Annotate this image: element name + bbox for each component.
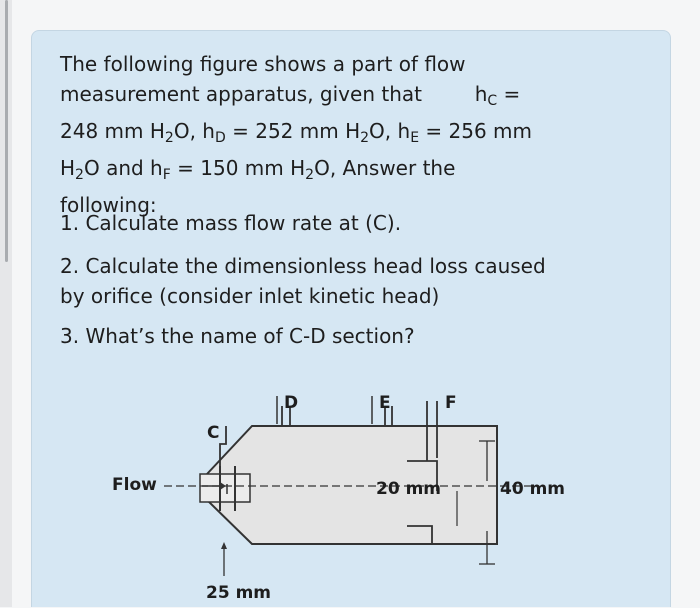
- tap-f: [426, 401, 438, 461]
- label-f: F: [445, 393, 457, 413]
- question-card: The following figure shows a part of flo…: [31, 30, 671, 607]
- label-d: D: [284, 393, 298, 413]
- tap-d: [281, 406, 291, 426]
- label-c: C: [207, 423, 219, 443]
- tap-c: [219, 426, 227, 466]
- intro-line-4: H2O and hF = 150 mm H2O, Answer the: [60, 156, 456, 183]
- label-20mm: 20 mm: [376, 479, 441, 499]
- flow-apparatus-diagram: Flow C D E F 25 mm 20 mm 40 mm: [112, 393, 565, 603]
- question-3: 3. What’s the name of C-D section?: [60, 324, 415, 348]
- question-1: 1. Calculate mass flow rate at (C).: [60, 211, 402, 235]
- question-intro: The following figure shows a part of flo…: [60, 49, 620, 220]
- intro-line-5: following:: [60, 193, 157, 217]
- scrollbar-thumb[interactable]: [5, 0, 8, 262]
- orifice-section: [199, 473, 251, 503]
- intro-line-1: The following figure shows a part of flo…: [60, 52, 466, 76]
- outlet-step: [407, 460, 438, 544]
- label-flow: Flow: [112, 475, 157, 495]
- window-scrollbar[interactable]: [0, 0, 12, 607]
- label-e: E: [379, 393, 391, 413]
- label-25mm: 25 mm: [206, 583, 271, 603]
- question-2: 2. Calculate the dimensionless head loss…: [60, 254, 546, 308]
- label-40mm: 40 mm: [500, 479, 565, 499]
- intro-line-2: measurement apparatus, given that hC =: [60, 82, 521, 109]
- tap-e: [384, 406, 393, 426]
- intro-line-3: 248 mm H2O, hD = 252 mm H2O, hE = 256 mm: [60, 119, 533, 146]
